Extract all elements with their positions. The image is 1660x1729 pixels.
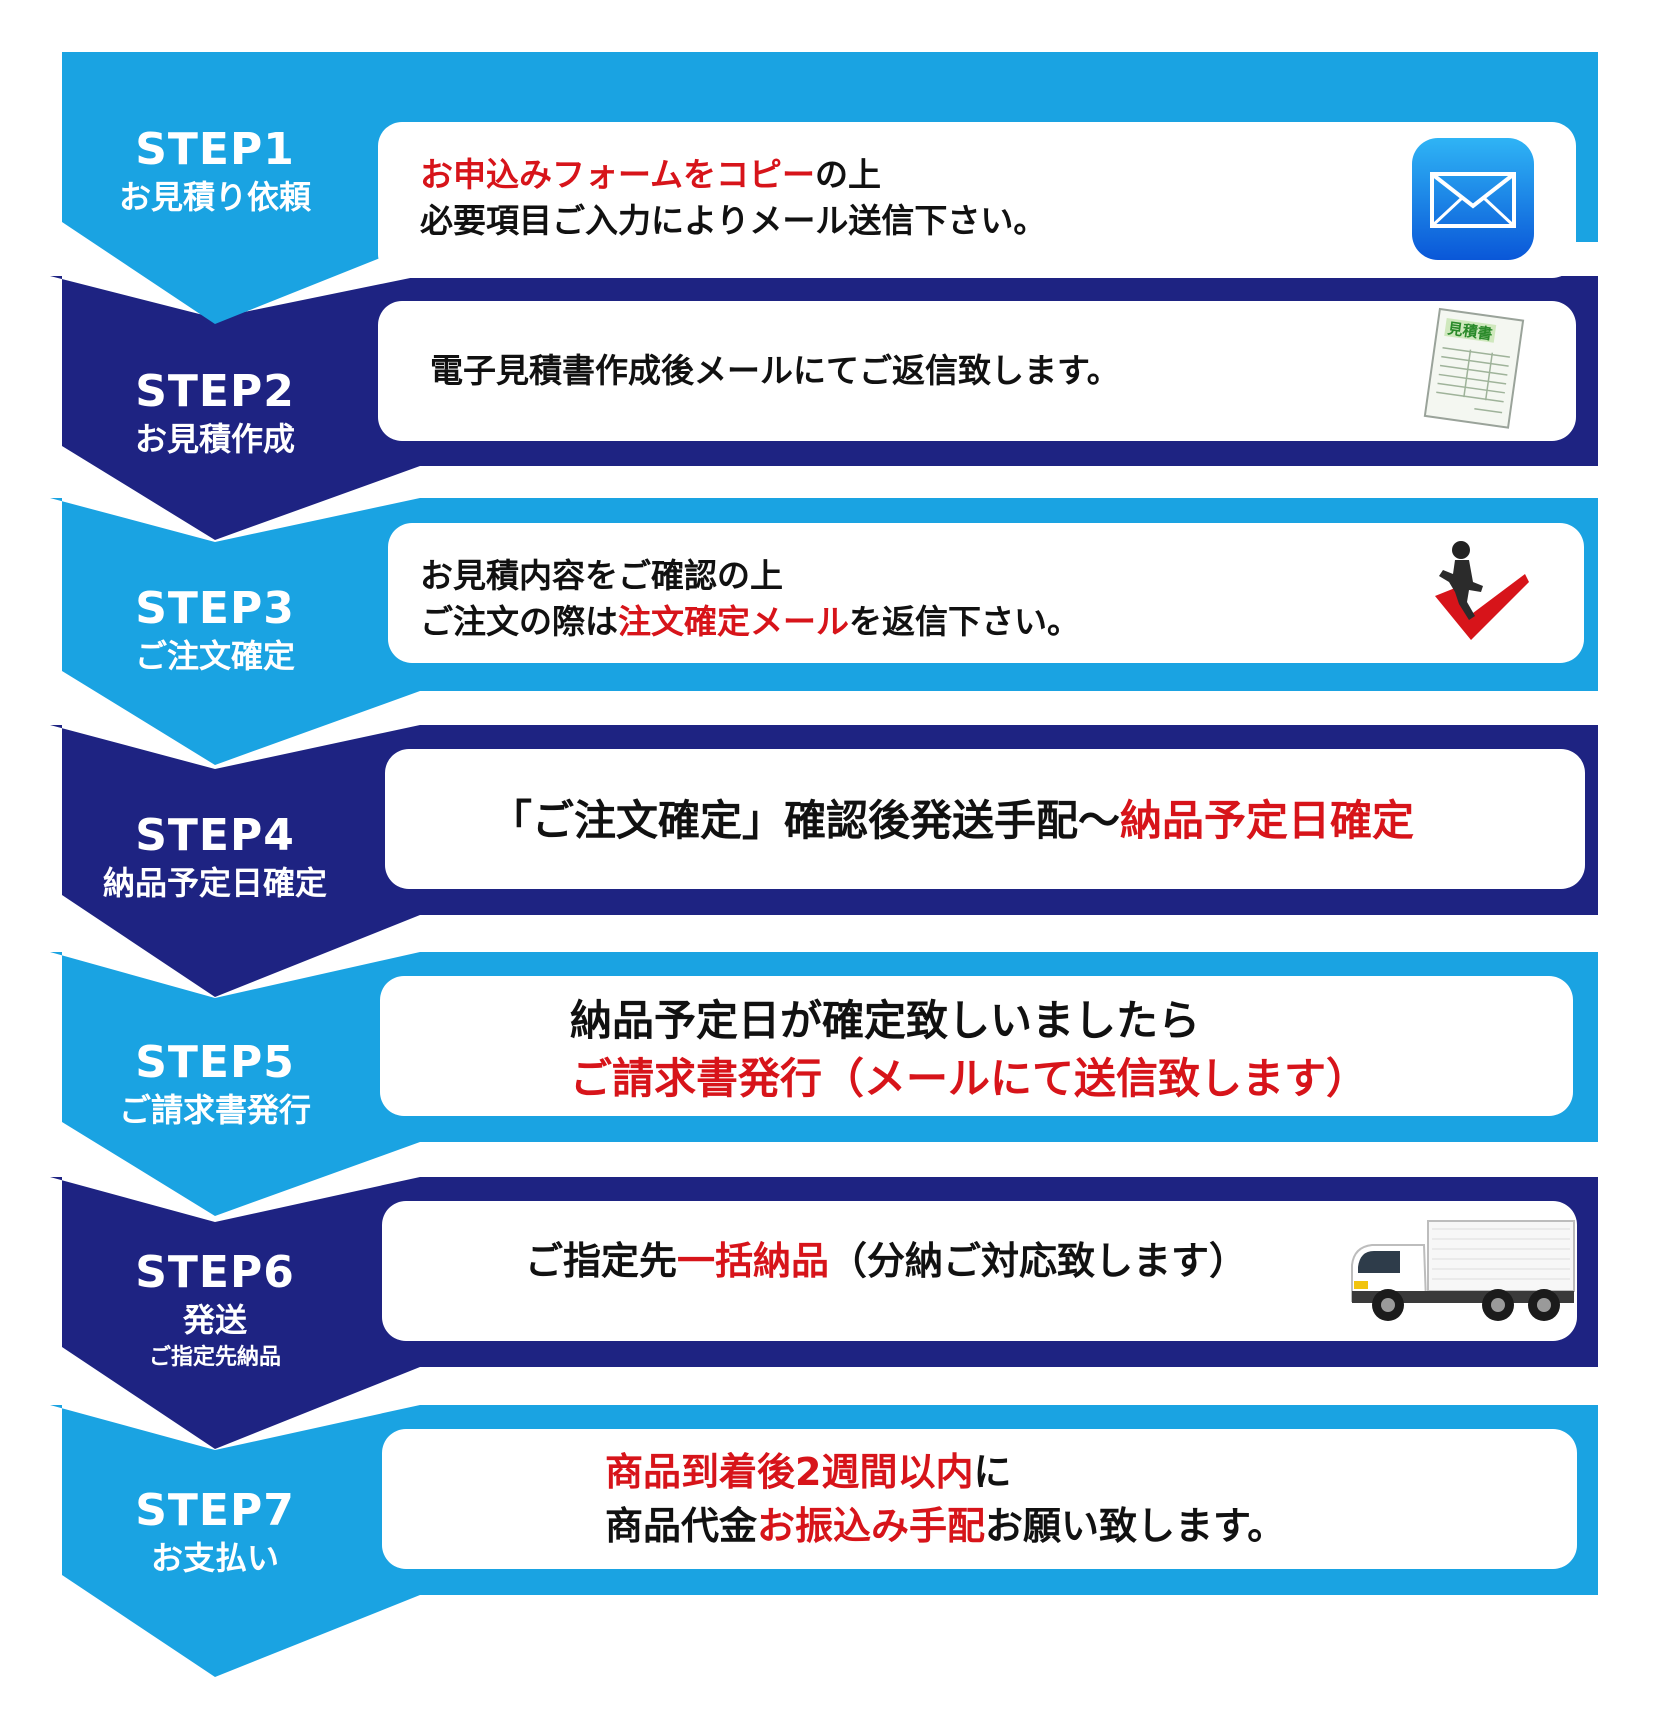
step-description-card bbox=[380, 976, 1573, 1116]
step-description: 納品予定日が確定致しいましたらご請求書発行（メールにて送信致します） bbox=[570, 992, 1368, 1108]
estimate-document-icon: 見積書 bbox=[1410, 306, 1535, 434]
step-number: STEP2 bbox=[135, 366, 295, 417]
step-description: 商品到着後2週間以内に商品代金お振込み手配お願い致します。 bbox=[605, 1445, 1285, 1553]
highlight-text: 一括納品 bbox=[677, 1239, 830, 1283]
step-description: 「ご注文確定」確認後発送手配～納品予定日確定 bbox=[490, 793, 1414, 849]
body-text: 商品代金 bbox=[605, 1504, 758, 1548]
body-text: ご指定先 bbox=[525, 1239, 678, 1283]
description-line: 商品代金お振込み手配お願い致します。 bbox=[605, 1499, 1285, 1553]
step-title: お見積り依頼 bbox=[118, 178, 311, 216]
step-number: STEP6 bbox=[135, 1247, 295, 1298]
step-description-card bbox=[378, 122, 1576, 278]
description-line: ご注文の際は注文確定メールを返信下さい。 bbox=[420, 599, 1080, 645]
description-line: 商品到着後2週間以内に bbox=[605, 1445, 1285, 1499]
highlight-text: お振込み手配 bbox=[757, 1504, 986, 1548]
step-description: ご指定先一括納品（分納ご対応致します） bbox=[525, 1235, 1247, 1287]
body-text: ご注文の際は bbox=[420, 602, 618, 641]
step-description-card bbox=[382, 1429, 1577, 1569]
step-title: 納品予定日確定 bbox=[102, 864, 327, 902]
step-number: STEP3 bbox=[135, 583, 295, 634]
step-subtitle: ご指定先納品 bbox=[148, 1345, 281, 1370]
step-number: STEP5 bbox=[135, 1037, 295, 1088]
description-line: ご指定先一括納品（分納ご対応致します） bbox=[525, 1235, 1247, 1287]
step-title: お見積作成 bbox=[134, 420, 295, 458]
step-title: お支払い bbox=[150, 1539, 279, 1577]
body-text: に bbox=[973, 1450, 1012, 1494]
highlight-text: 納品予定日確定 bbox=[1120, 796, 1415, 845]
step-description: お見積内容をご確認の上ご注文の際は注文確定メールを返信下さい。 bbox=[420, 553, 1080, 645]
highlight-text: お申込みフォームをコピー bbox=[420, 155, 816, 194]
body-text: 納品予定日が確定致しいましたら bbox=[570, 996, 1201, 1045]
description-line: 必要項目ご入力によりメール送信下さい。 bbox=[420, 198, 1046, 244]
description-line: ご請求書発行（メールにて送信致します） bbox=[570, 1050, 1368, 1108]
step-number: STEP1 bbox=[135, 124, 295, 175]
description-line: 「ご注文確定」確認後発送手配～納品予定日確定 bbox=[490, 793, 1414, 849]
body-text: を返信下さい。 bbox=[849, 602, 1080, 641]
step-title: 発送 bbox=[182, 1301, 247, 1339]
step-description-card bbox=[388, 523, 1584, 663]
body-text: 電子見積書作成後メールにてご返信致します。 bbox=[430, 351, 1120, 390]
description-line: お申込みフォームをコピーの上 bbox=[420, 152, 1046, 198]
checkmark-person-icon bbox=[1425, 536, 1535, 650]
description-line: お見積内容をご確認の上 bbox=[420, 553, 1080, 599]
step-description: 電子見積書作成後メールにてご返信致します。 bbox=[430, 348, 1120, 394]
mail-icon bbox=[1410, 136, 1536, 266]
body-text: お見積内容をご確認の上 bbox=[420, 556, 783, 595]
description-line: 納品予定日が確定致しいましたら bbox=[570, 992, 1368, 1050]
highlight-text: ご請求書発行（メールにて送信致します） bbox=[570, 1054, 1369, 1103]
step-description-card bbox=[385, 749, 1585, 889]
description-line: 電子見積書作成後メールにてご返信致します。 bbox=[430, 348, 1120, 394]
body-text: （分納ご対応致します） bbox=[829, 1239, 1248, 1283]
highlight-text: 商品到着後2週間以内 bbox=[605, 1450, 974, 1494]
step-title: ご注文確定 bbox=[134, 637, 295, 675]
step-number: STEP7 bbox=[135, 1485, 295, 1536]
step-description: お申込みフォームをコピーの上必要項目ご入力によりメール送信下さい。 bbox=[420, 152, 1046, 244]
body-text: お願い致します。 bbox=[985, 1504, 1286, 1548]
delivery-truck-icon bbox=[1348, 1217, 1576, 1329]
body-text: の上 bbox=[815, 155, 882, 194]
step-title: ご請求書発行 bbox=[118, 1091, 311, 1129]
body-text: 「ご注文確定」確認後発送手配～ bbox=[490, 796, 1121, 845]
highlight-text: 注文確定メール bbox=[618, 602, 849, 641]
body-text: 必要項目ご入力によりメール送信下さい。 bbox=[420, 201, 1047, 240]
step-description-card bbox=[378, 301, 1576, 441]
step-number: STEP4 bbox=[135, 810, 295, 861]
